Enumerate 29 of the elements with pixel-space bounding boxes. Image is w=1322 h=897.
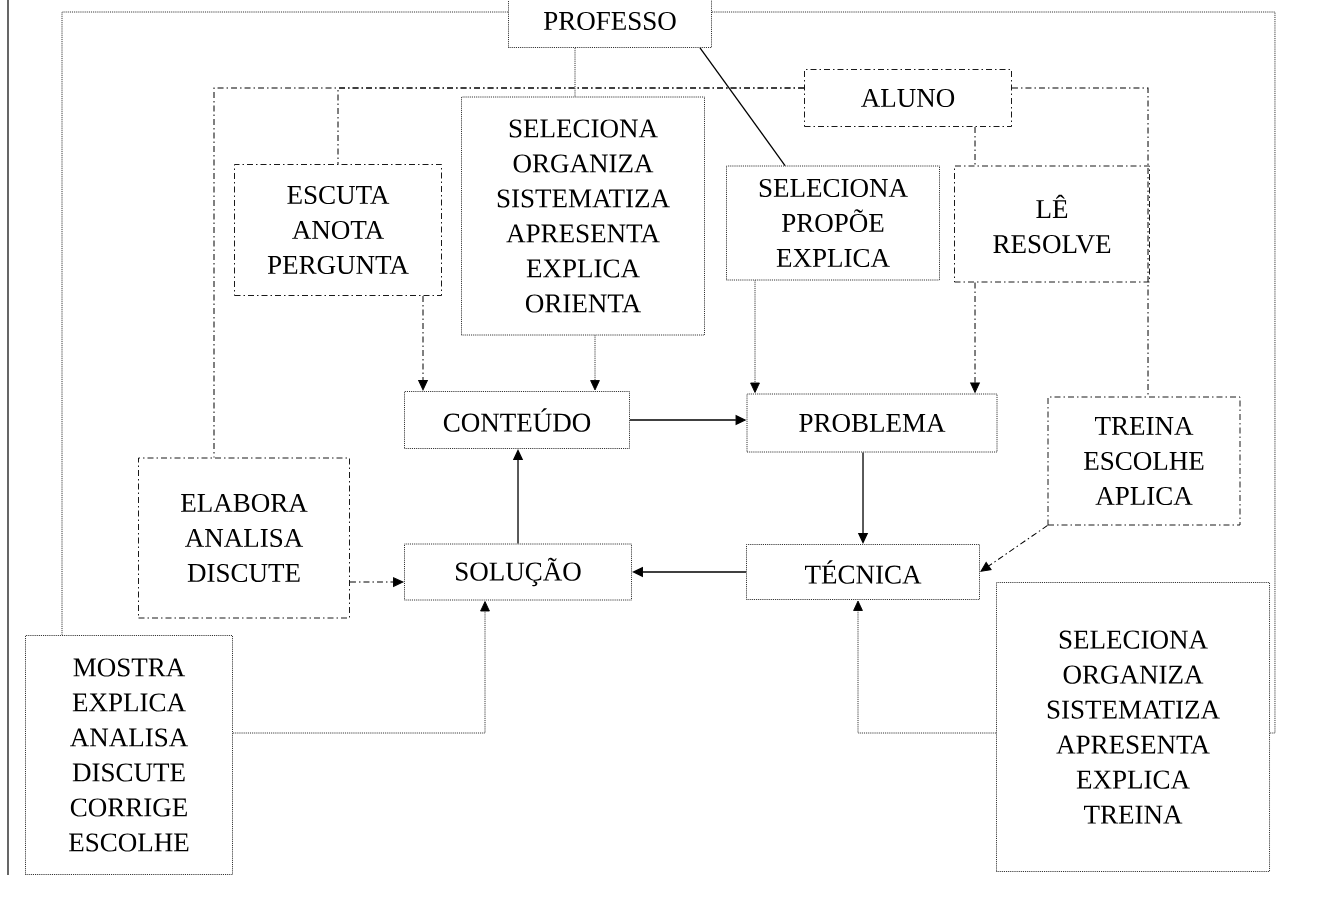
process-box: MOSTRA EXPLICA ANALISA DISCUTE CORRIGE ESCOLHE	[25, 635, 233, 875]
connector-line	[574, 47, 576, 97]
connector-line	[974, 126, 976, 167]
arrow	[750, 280, 760, 393]
process-box: PROFESSO	[508, 0, 712, 48]
process-box: SOLUÇÃO	[404, 543, 632, 601]
arrow	[232, 601, 490, 734]
connector-line	[213, 87, 805, 459]
connector-line	[711, 11, 1276, 734]
process-box: ELABORA ANALISA DISCUTE	[138, 457, 350, 619]
process-box: CONTEÚDO	[404, 391, 630, 449]
process-box: TÉCNICA	[746, 544, 980, 600]
arrow	[980, 524, 1049, 572]
process-box: TREINA ESCOLHE APLICA	[1047, 396, 1241, 526]
connector-line	[61, 11, 509, 636]
process-box: SELECIONA PROPÕE EXPLICA	[726, 165, 940, 281]
process-box: ESCUTA ANOTA PERGUNTA	[234, 164, 442, 296]
process-box: PROBLEMA	[746, 393, 998, 453]
arrow	[590, 335, 600, 391]
arrow	[853, 600, 997, 734]
connector-line	[699, 47, 786, 167]
process-box: LÊ RESOLVE	[954, 165, 1150, 283]
process-box: ALUNO	[804, 69, 1012, 127]
connector-line	[1011, 87, 1149, 398]
arrow	[970, 281, 980, 393]
arrow	[349, 577, 404, 587]
arrow	[418, 295, 428, 391]
process-box: SELECIONA ORGANIZA SISTEMATIZA APRESENTA EXPLICA TREINA	[996, 582, 1270, 872]
process-box: SELECIONA ORGANIZA SISTEMATIZA APRESENTA EXPLICA ORIENTA	[461, 96, 705, 336]
